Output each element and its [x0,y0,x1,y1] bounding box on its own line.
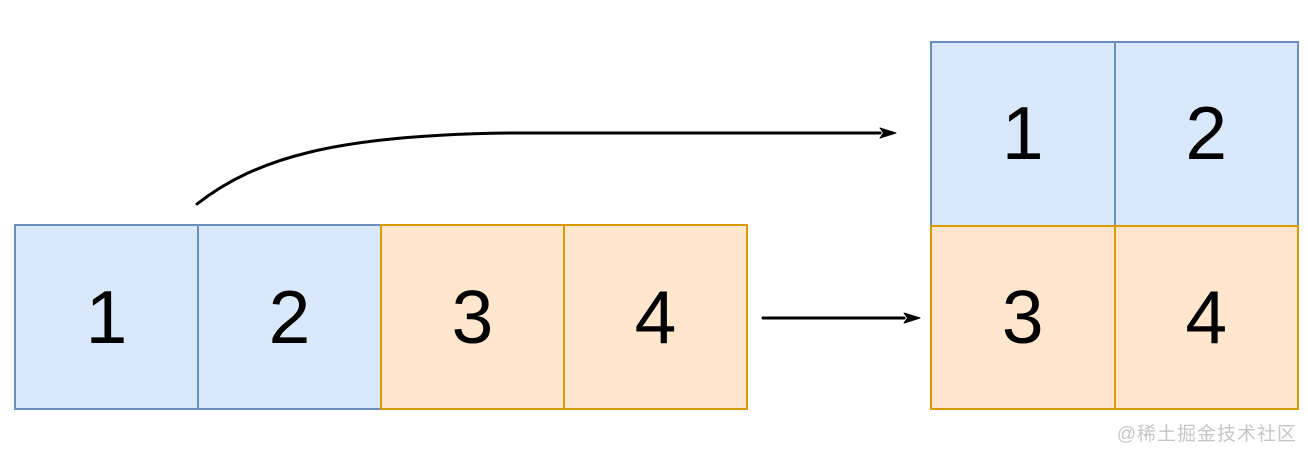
watermark: @稀土掘金技术社区 [1116,424,1297,445]
curved-arrow [195,127,897,206]
matrix-cell-3: 3 [930,224,1116,410]
matrix-cell-2: 2 [1113,41,1299,227]
array-1x4: 1 2 3 4 [14,224,748,410]
matrix-row-1: 1 2 [930,41,1299,227]
matrix-row-2: 3 4 [930,224,1299,410]
array-cell-2: 2 [197,224,382,410]
matrix-cell-1: 1 [930,41,1116,227]
array-cell-1: 1 [14,224,199,410]
array-cell-3: 3 [380,224,565,410]
matrix-2x2: 1 2 3 4 [930,41,1299,410]
array-cell-4: 4 [563,224,748,410]
matrix-cell-4: 4 [1113,224,1299,410]
